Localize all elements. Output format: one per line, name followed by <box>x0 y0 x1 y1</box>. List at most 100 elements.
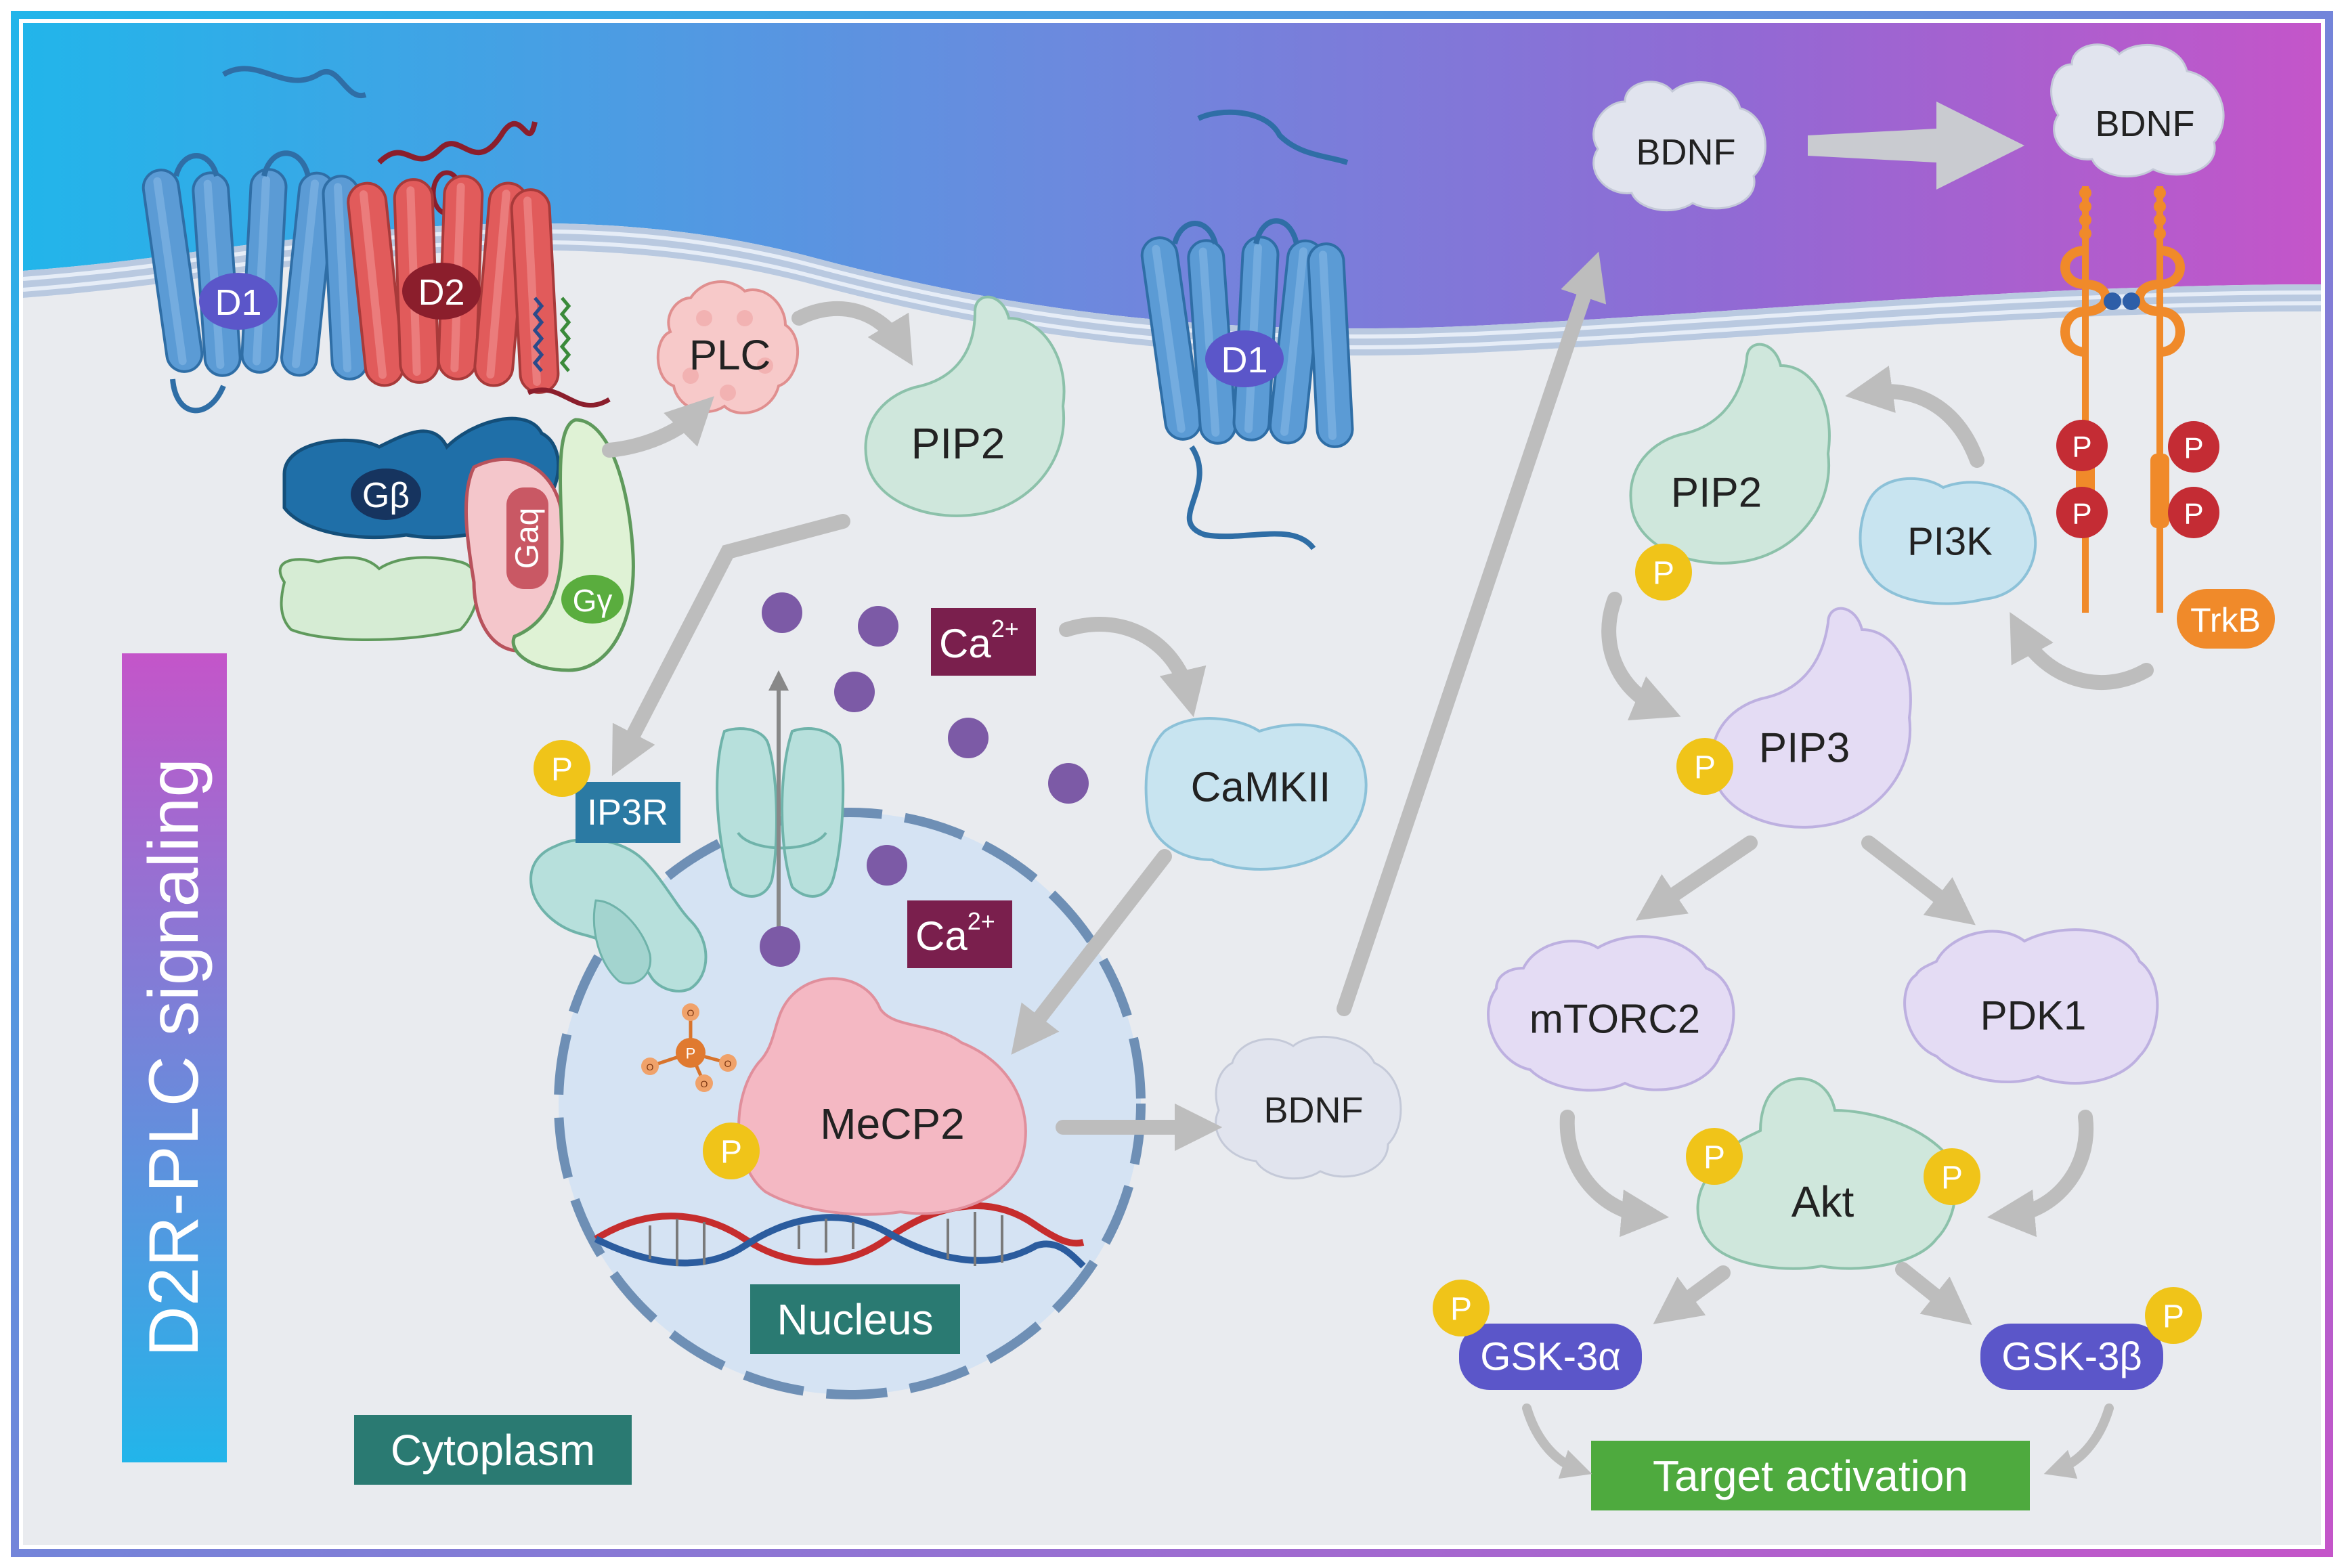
g-gamma-label: Gγ <box>573 583 613 618</box>
ca-label-box-top <box>931 608 1036 676</box>
plc-label: PLC <box>689 332 771 379</box>
svg-text:O: O <box>647 1062 654 1072</box>
phospho-badges: P P P P P P P P <box>534 544 2202 1344</box>
trkb-phospho-sites: P P P P <box>2056 420 2219 538</box>
pdk1-label: PDK1 <box>1980 993 2087 1039</box>
svg-text:P: P <box>551 752 573 788</box>
gsk3b-pill <box>1980 1324 2163 1390</box>
ca-label-top: Ca2+ <box>939 615 1019 666</box>
akt: Akt <box>1696 1077 1957 1270</box>
pip2-left-label: PIP2 <box>911 419 1005 468</box>
d1-label-center: D1 <box>1221 340 1267 380</box>
pip2-left: PIP2 <box>864 295 1066 517</box>
svg-text:P: P <box>1450 1292 1472 1328</box>
d2-label-bubble <box>402 263 481 320</box>
cytoplasm-label-box <box>354 1415 632 1485</box>
target-activation-label: Target activation <box>1653 1452 1968 1500</box>
extracellular-space <box>23 23 2321 329</box>
svg-text:P: P <box>2184 432 2203 465</box>
arrow-pip2-to-ip3r <box>611 514 850 777</box>
g-alpha-q-label: Gaq <box>510 508 546 569</box>
ip3r-label-box <box>576 782 680 843</box>
ion-channel <box>716 727 845 898</box>
title-bar <box>122 653 227 1462</box>
diagram-title: D2R-PLC signaling <box>135 758 213 1357</box>
bdnf-top-left: BDNF <box>1592 81 1766 212</box>
d1-center-label-bubble <box>1205 330 1284 387</box>
nucleus-label-box <box>750 1284 960 1354</box>
cell-membrane <box>23 223 2321 356</box>
bdnf-top-right-label: BDNF <box>2096 104 2195 144</box>
g-protein-complex: Gβ Gaq Gγ <box>278 416 635 672</box>
trkb-label-pill <box>2177 589 2275 649</box>
pip2-right: PIP2 <box>1629 343 1831 565</box>
arrow-gsk3b-to-target <box>2043 1403 2114 1479</box>
d1-receptor-left: D1 <box>139 66 368 414</box>
pathway-arrows <box>602 251 2154 1479</box>
mtorc2-label: mTORC2 <box>1529 997 1700 1042</box>
d1-label-left: D1 <box>215 282 261 323</box>
ca-label-bottom: Ca2+ <box>915 907 995 959</box>
arrow-mtorc2-to-akt <box>1559 1110 1670 1238</box>
arrow-plc-to-pip2 <box>791 301 913 366</box>
svg-text:P: P <box>1941 1160 1963 1196</box>
ip3r-receptor: IP3R <box>529 782 708 993</box>
phosphate-molecule: P O O O O <box>641 1003 737 1092</box>
arrow-pip2-to-pip3 <box>1601 592 1681 720</box>
g-beta-lower <box>278 556 480 641</box>
pi3k-label: PI3K <box>1907 520 1993 564</box>
outer-frame <box>11 11 2333 1557</box>
camkii: CaMKII <box>1144 717 1368 871</box>
trkb-label: TrkB <box>2190 601 2261 639</box>
phospho-pip3: P <box>1676 738 1733 795</box>
ca-label-box-bottom <box>907 900 1012 968</box>
arrow-trkb-to-pi3k <box>2010 612 2154 691</box>
d2-receptor: D2 <box>345 121 611 408</box>
svg-text:P: P <box>686 1045 696 1062</box>
mecp2-label: MeCP2 <box>820 1099 964 1148</box>
mecp2: MeCP2 <box>737 977 1027 1216</box>
mtorc2: mTORC2 <box>1487 935 1735 1092</box>
bdnf-cytoplasm: BDNF <box>1215 1035 1402 1180</box>
bdnf-top-right: BDNF <box>2050 43 2225 178</box>
camkii-label: CaMKII <box>1191 764 1331 811</box>
gsk3b-label: GSK-3β <box>2001 1335 2142 1379</box>
d2-label: D2 <box>418 272 464 313</box>
pdk1: PDK1 <box>1903 928 2159 1085</box>
arrow-akt-to-gsk3a <box>1653 1265 1731 1324</box>
calcium-ions <box>760 592 1089 967</box>
arrow-akt-to-gsk3b <box>1895 1262 1972 1325</box>
phospho-pip2-right: P <box>1635 544 1692 601</box>
phospho-gsk3b: P <box>2145 1287 2202 1344</box>
svg-text:P: P <box>1653 556 1674 592</box>
phospho-mecp2: P <box>703 1123 760 1179</box>
bdnf-cytoplasm-label: BDNF <box>1264 1090 1364 1131</box>
arrow-bdnf-to-extracellular <box>1337 251 1607 1016</box>
arrow-pip3-to-pdk1 <box>1861 835 1976 925</box>
akt-label: Akt <box>1792 1177 1854 1226</box>
svg-text:O: O <box>687 1007 695 1018</box>
cytoplasm-label: Cytoplasm <box>391 1426 595 1475</box>
svg-text:P: P <box>2184 498 2203 531</box>
arrow-camkii-to-mecp2 <box>1011 849 1172 1055</box>
dna-helix <box>594 1202 1086 1269</box>
g-beta-label: Gβ <box>362 476 410 515</box>
svg-text:O: O <box>724 1058 732 1069</box>
gsk3a-label: GSK-3α <box>1480 1335 1621 1379</box>
svg-text:P: P <box>1694 750 1716 786</box>
phospho-akt-right: P <box>1924 1148 1980 1205</box>
svg-text:P: P <box>1703 1140 1725 1176</box>
phospho-ip3r: P <box>534 740 590 797</box>
arrow-ca-to-camkii <box>1059 617 1207 718</box>
plc-enzyme: PLC <box>656 280 800 414</box>
d1-receptor-center: D1 <box>1138 109 1353 550</box>
pip2-right-label: PIP2 <box>1671 470 1762 517</box>
phospho-akt-left: P <box>1686 1128 1743 1185</box>
svg-text:P: P <box>720 1135 742 1171</box>
pip3-label: PIP3 <box>1759 725 1850 772</box>
pip3: PIP3 <box>1710 607 1912 829</box>
svg-text:P: P <box>2163 1299 2184 1335</box>
arrow-pdk1-to-akt <box>1987 1110 2094 1238</box>
target-activation-box <box>1591 1441 2030 1510</box>
